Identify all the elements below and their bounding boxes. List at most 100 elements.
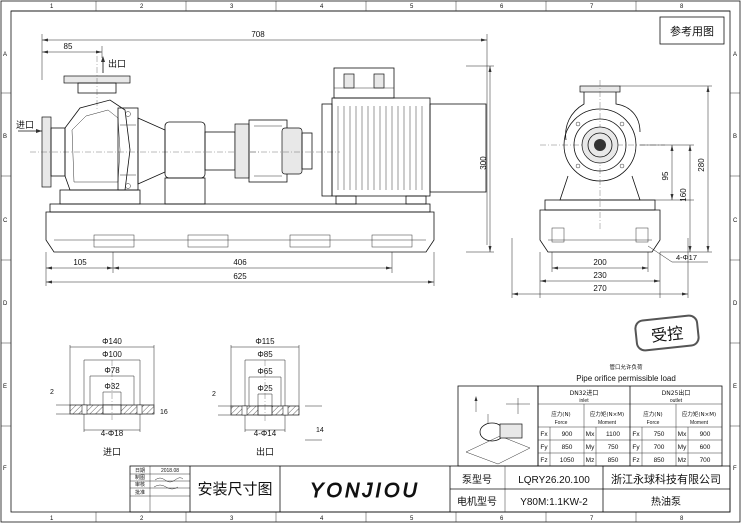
company-name: 浙江永球科技有限公司 xyxy=(611,472,721,486)
row-label: A xyxy=(3,52,7,58)
load-cell: 900 xyxy=(700,431,711,438)
row-label: C xyxy=(733,218,738,224)
signature-mark xyxy=(154,477,184,483)
load-cell: Fx xyxy=(632,431,640,438)
col-label: 7 xyxy=(590,516,594,522)
load-moment-sub: Moment xyxy=(598,420,617,426)
outlet-label: 出口 xyxy=(108,58,126,70)
outlet-dia-2: Φ85 xyxy=(257,350,273,359)
col-label: 6 xyxy=(500,4,504,10)
outlet-dia-4: Φ25 xyxy=(257,384,273,393)
load-table-title-en: Pipe orifice permissible load xyxy=(576,374,676,383)
outlet-dia-1: Φ115 xyxy=(255,337,275,346)
row-label: E xyxy=(3,384,7,390)
drawing-name: 安装尺寸图 xyxy=(197,480,272,498)
outlet-thickness: 2 xyxy=(212,391,216,398)
inlet-dia-3: Φ78 xyxy=(104,366,120,375)
load-force-sub: Force xyxy=(647,420,660,426)
title-block: 日期 2018.08 制图 审核 批准 安装尺寸图 YONJIOU 泵型号 LQ… xyxy=(129,465,731,513)
dim-base-left: 105 xyxy=(73,258,87,267)
load-inlet-head: DN32进口 xyxy=(570,389,599,397)
col-label: 1 xyxy=(50,516,54,522)
load-inlet-sub: inlet xyxy=(579,398,589,404)
outlet-holes: 4-Φ14 xyxy=(254,429,277,438)
load-cell: 700 xyxy=(700,457,711,464)
motor-model-value: Y80M:1.1KW-2 xyxy=(520,497,588,508)
load-outlet-sub: outlet xyxy=(670,398,683,404)
load-cell: 600 xyxy=(700,444,711,451)
dim-outlet-offset: 85 xyxy=(64,42,73,51)
signature-mark xyxy=(153,484,179,490)
col-label: 1 xyxy=(50,4,54,10)
inlet-height: 16 xyxy=(160,409,168,416)
row-label: E xyxy=(733,384,737,390)
stamp-text: 受控 xyxy=(650,323,684,345)
product-name: 热油泵 xyxy=(651,495,681,508)
controlled-stamp: 受控 xyxy=(634,314,700,352)
dim-side-95: 95 xyxy=(661,171,670,180)
load-outlet-head: DN25出口 xyxy=(662,389,691,397)
dim-side-270: 270 xyxy=(593,284,607,293)
col-label: 2 xyxy=(140,4,144,10)
load-cell: 850 xyxy=(562,444,573,451)
logo-text: YONJIOU xyxy=(310,480,420,502)
dim-base-mid: 406 xyxy=(233,258,247,267)
load-moment-head: 应力矩(N×M) xyxy=(590,410,624,418)
row-label: C xyxy=(3,218,8,224)
outlet-flange-detail: Φ115 Φ85 Φ65 Φ25 2 14 4-Φ14 出口 xyxy=(212,337,324,458)
pump-model-label: 泵型号 xyxy=(462,473,492,486)
inlet-dia-4: Φ32 xyxy=(104,382,120,391)
row-label: B xyxy=(733,134,737,140)
company-logo: YONJIOU xyxy=(310,480,420,503)
load-moment-sub: Moment xyxy=(690,420,709,426)
col-label: 3 xyxy=(230,4,234,10)
dim-side-holes: 4-Φ17 xyxy=(676,253,697,262)
pump-isometric-icon xyxy=(465,396,531,465)
load-moment-head: 应力矩(N×M) xyxy=(682,410,716,418)
load-cell: 1050 xyxy=(560,457,575,464)
dim-side-280: 280 xyxy=(697,158,706,172)
title-approve-label: 批准 xyxy=(135,489,145,496)
outlet-caption: 出口 xyxy=(256,446,274,458)
side-view: 280 160 95 4-Φ17 200 230 270 xyxy=(511,80,712,298)
load-cell: 700 xyxy=(654,444,665,451)
row-label: B xyxy=(3,134,7,140)
inlet-label: 进口 xyxy=(16,120,34,131)
load-cell: 1100 xyxy=(606,431,620,438)
col-label: 3 xyxy=(230,516,234,522)
dim-side-200: 200 xyxy=(593,258,607,267)
load-cell: 900 xyxy=(562,431,573,438)
load-cell: 750 xyxy=(608,444,619,451)
load-cell: My xyxy=(678,444,687,451)
reference-box: 参考用图 xyxy=(659,16,725,45)
load-cell: Mz xyxy=(586,457,595,464)
load-cell: Fz xyxy=(632,457,639,464)
col-label: 5 xyxy=(410,4,414,10)
motor-model-label: 电机型号 xyxy=(457,495,497,508)
outlet-height: 14 xyxy=(316,427,324,434)
dim-overall-length: 708 xyxy=(251,30,265,39)
load-cell: Mx xyxy=(586,431,595,438)
title-date-value: 2018.08 xyxy=(161,468,179,474)
load-cell: Mz xyxy=(678,457,687,464)
load-cell: Fy xyxy=(540,444,548,451)
load-cell: 750 xyxy=(654,431,665,438)
load-cell: 850 xyxy=(608,457,619,464)
col-label: 8 xyxy=(680,516,684,522)
load-cell: Fz xyxy=(540,457,547,464)
outlet-dia-3: Φ65 xyxy=(257,367,273,376)
pump-model-value: LQRY26.20.100 xyxy=(518,475,590,486)
load-cell: Fx xyxy=(540,431,548,438)
inlet-dia-2: Φ100 xyxy=(102,350,122,359)
load-cell: Fy xyxy=(632,444,640,451)
load-force-head: 应力(N) xyxy=(551,410,570,418)
inlet-thickness: 2 xyxy=(50,389,54,396)
load-cell: My xyxy=(586,444,595,451)
row-label: F xyxy=(3,466,7,472)
dim-side-160: 160 xyxy=(679,188,688,202)
inlet-holes: 4-Φ18 xyxy=(101,429,124,438)
row-label: F xyxy=(733,466,737,472)
col-label: 4 xyxy=(320,516,324,522)
col-label: 6 xyxy=(500,516,504,522)
